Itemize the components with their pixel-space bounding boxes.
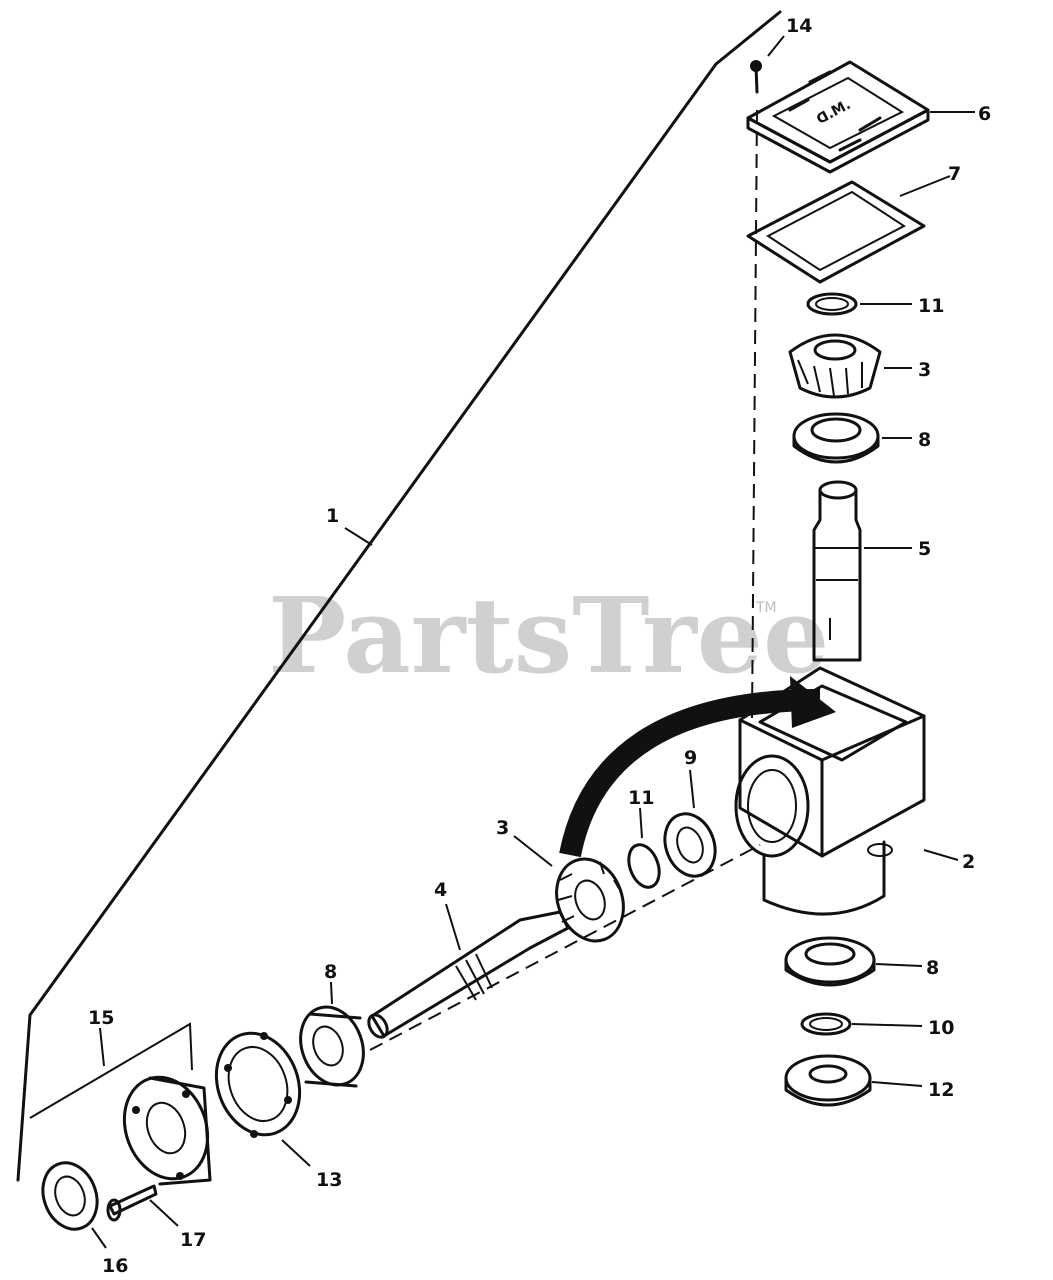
part-7-gasket	[746, 175, 951, 284]
callout-10: 10	[928, 1017, 954, 1039]
callout-3-top: 3	[918, 359, 931, 381]
callout-2: 2	[962, 851, 975, 873]
part-9-bearing	[663, 769, 717, 878]
part-8-bearing-bottom	[784, 936, 923, 987]
callout-8-top: 8	[918, 429, 931, 451]
part-10-snap-ring	[800, 1012, 923, 1036]
svg-text:ᗡ.M.: ᗡ.M.	[814, 97, 853, 128]
callout-labels: 1 2 3 3 4 5 6 7 8 8 8 9 10 11 11 12 13 1…	[88, 15, 991, 1277]
part-16-seal	[41, 1161, 107, 1249]
callout-7: 7	[948, 163, 961, 185]
callout-11-mid: 11	[628, 787, 654, 809]
watermark-trademark: TM	[755, 600, 777, 616]
callout-13: 13	[316, 1169, 342, 1191]
part-11-snap-ring-mid	[627, 807, 661, 889]
frame-outline	[16, 10, 782, 1182]
assembly-arrow	[559, 676, 836, 858]
part-14-screw	[750, 35, 785, 94]
callout-15: 15	[88, 1007, 114, 1029]
part-3-bevel-gear-top	[788, 333, 912, 399]
callout-5: 5	[918, 538, 931, 560]
callout-16: 16	[102, 1255, 128, 1277]
callout-11-top: 11	[918, 295, 944, 317]
callout-4: 4	[434, 879, 447, 901]
callout-14: 14	[786, 15, 812, 37]
leader-1	[344, 527, 373, 546]
part-8-bearing-mid	[299, 981, 365, 1088]
part-8-bearing-top	[792, 412, 912, 464]
part-11-snap-ring-top	[806, 292, 912, 316]
callout-9: 9	[684, 747, 697, 769]
part-6-cover: ᗡ.M.	[746, 60, 975, 174]
part-5-vertical-shaft	[812, 480, 912, 662]
part-4-horizontal-shaft	[367, 903, 570, 1039]
callout-1: 1	[326, 505, 339, 527]
callout-12: 12	[928, 1079, 954, 1101]
callout-8-bottom: 8	[926, 957, 939, 979]
callout-6: 6	[978, 103, 991, 125]
watermark-brand: PartsTree	[268, 574, 829, 697]
part-12-seal	[784, 1054, 923, 1107]
vertical-centerline	[751, 109, 758, 721]
part-17-bolt	[106, 1184, 179, 1227]
callout-8-mid: 8	[324, 961, 337, 983]
part-13-gasket	[214, 1031, 311, 1167]
callout-3-mid: 3	[496, 817, 509, 839]
part-15-flange-plate	[29, 1022, 212, 1186]
shaft-centerline	[369, 844, 761, 1051]
callout-17: 17	[180, 1229, 206, 1251]
